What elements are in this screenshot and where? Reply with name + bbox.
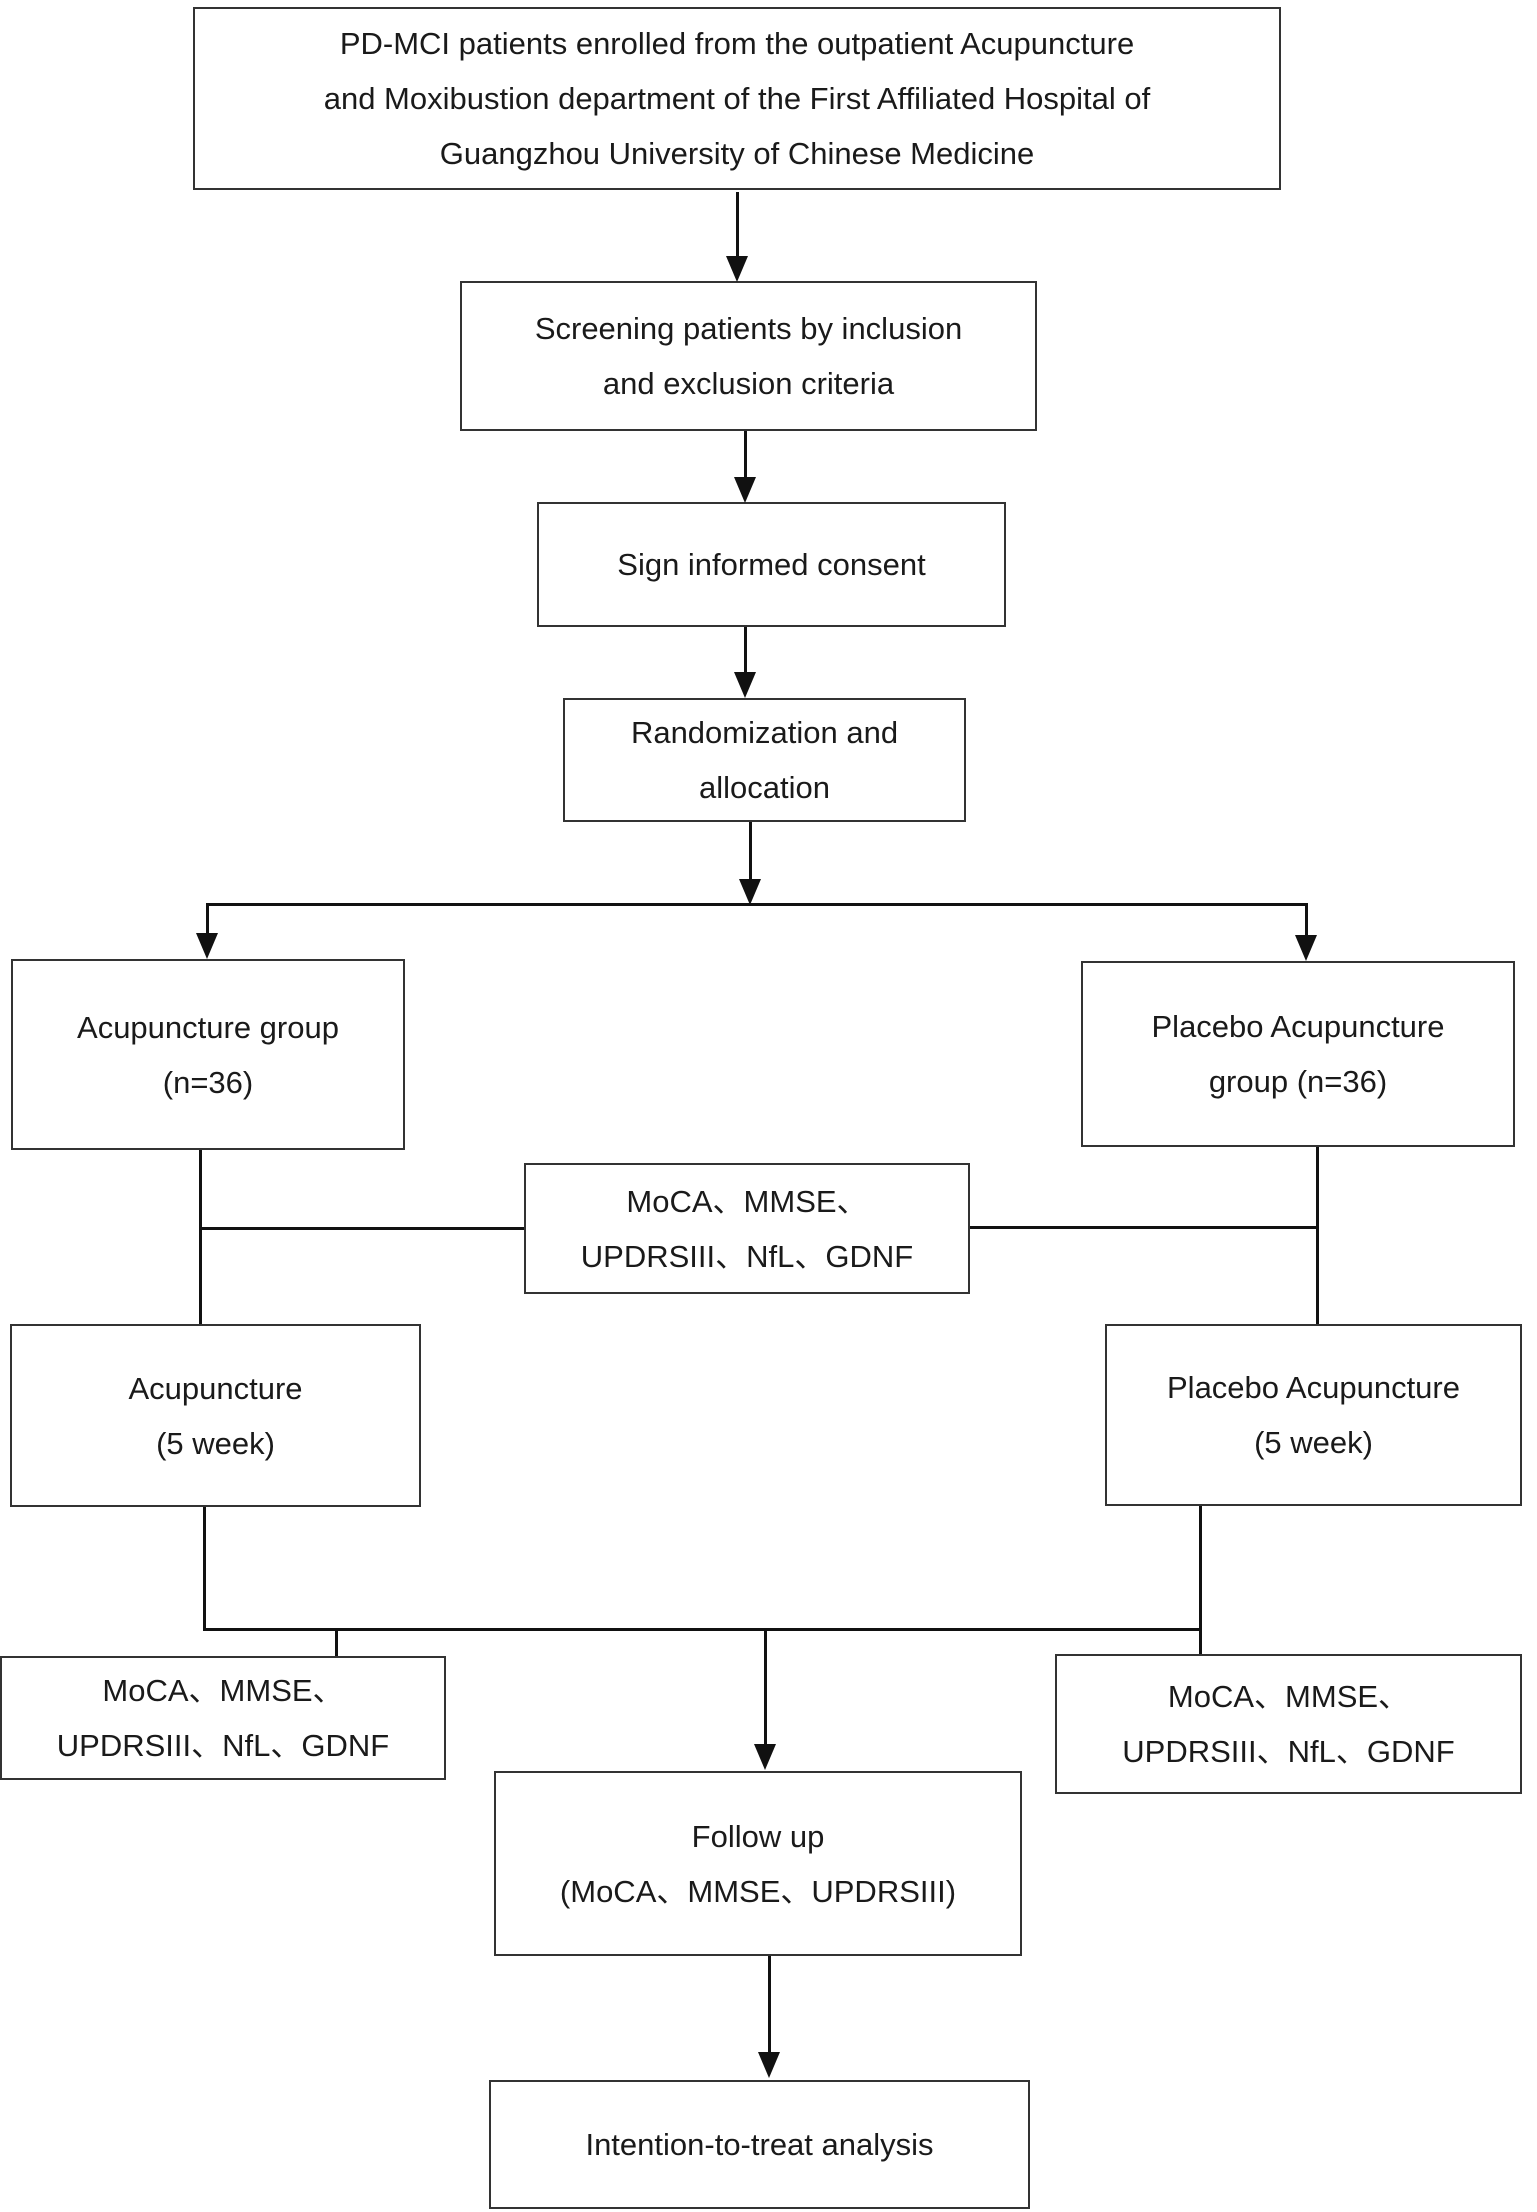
node-enrollment: PD-MCI patients enrolled from the outpat… (193, 7, 1281, 190)
connector-line (749, 822, 752, 881)
branch-line (206, 903, 1308, 906)
node-randomization: Randomization and allocation (563, 698, 966, 822)
node-placebo-treatment: Placebo Acupuncture (5 week) (1105, 1324, 1522, 1506)
node-acupuncture-group: Acupuncture group (n=36) (11, 959, 405, 1150)
connector-line (768, 1956, 771, 2054)
arrow-down-icon (196, 933, 218, 959)
arrow-down-icon (1295, 935, 1317, 961)
connector-line (764, 1628, 767, 1746)
node-screening: Screening patients by inclusion and excl… (460, 281, 1037, 431)
node-text-line: (5 week) (156, 1425, 275, 1461)
node-text-line: MoCA、MMSE、 (626, 1183, 868, 1219)
node-text-line: MoCA、MMSE、 (102, 1673, 344, 1708)
arrow-down-icon (734, 477, 756, 503)
node-text-line: (n=36) (162, 1064, 254, 1100)
connector-line (1316, 1147, 1319, 1324)
node-text-line: Screening patients by inclusion (534, 311, 963, 346)
node-acupuncture-treatment: Acupuncture (5 week) (10, 1324, 421, 1507)
node-text-line: PD-MCI patients enrolled from the outpat… (339, 26, 1135, 61)
node-outcome-right: MoCA、MMSE、 UPDRSIII、NfL、GDNF (1055, 1654, 1522, 1794)
connector-line (736, 192, 739, 258)
connector-line (199, 1150, 202, 1324)
node-text-line: UPDRSIII、NfL、GDNF (56, 1728, 390, 1763)
node-text-line: allocation (699, 770, 830, 805)
node-itt-analysis: Intention-to-treat analysis (489, 2080, 1030, 2209)
connector-line (1199, 1506, 1202, 1654)
node-text-line: Placebo Acupuncture (1167, 1370, 1460, 1405)
node-text-line: Sign informed consent (617, 547, 926, 582)
node-text-line: Acupuncture group (77, 1009, 339, 1045)
node-text-line: (5 week) (1254, 1425, 1373, 1460)
node-text-line: (MoCA、MMSE、UPDRSIII) (559, 1873, 957, 1909)
connector-line (335, 1628, 338, 1656)
connector-line (970, 1226, 1319, 1229)
node-text-line: MoCA、MMSE、 (1167, 1679, 1410, 1714)
node-outcome-left: MoCA、MMSE、 UPDRSIII、NfL、GDNF (0, 1656, 446, 1780)
node-text-line: Acupuncture (128, 1370, 303, 1406)
node-consent: Sign informed consent (537, 502, 1006, 627)
node-text-line: UPDRSIII、NfL、GDNF (1122, 1734, 1455, 1769)
node-text-line: and exclusion criteria (602, 366, 895, 401)
arrow-down-icon (726, 256, 748, 282)
node-placebo-group: Placebo Acupuncture group (n=36) (1081, 961, 1515, 1147)
arrow-down-icon (754, 1744, 776, 1770)
node-text-line: Follow up (691, 1818, 825, 1854)
connector-line (744, 627, 747, 673)
junction-line (203, 1628, 1202, 1631)
node-text-line: and Moxibustion department of the First … (323, 81, 1151, 116)
connector-line (1305, 903, 1308, 937)
arrow-down-icon (739, 879, 761, 905)
connector-line (744, 431, 747, 479)
node-text-line: Randomization and (630, 715, 899, 750)
node-text-line: Placebo Acupuncture (1151, 1009, 1445, 1044)
node-follow-up: Follow up (MoCA、MMSE、UPDRSIII) (494, 1771, 1022, 1956)
arrow-down-icon (758, 2052, 780, 2078)
node-text-line: Intention-to-treat analysis (585, 2127, 934, 2162)
connector-line (203, 1507, 206, 1631)
arrow-down-icon (734, 672, 756, 698)
node-text-line: group (n=36) (1208, 1064, 1388, 1099)
connector-line (206, 903, 209, 935)
node-baseline-assessment: MoCA、MMSE、 UPDRSIII、NfL、GDNF (524, 1163, 970, 1294)
connector-line (199, 1227, 524, 1230)
node-text-line: UPDRSIII、NfL、GDNF (580, 1238, 914, 1274)
node-text-line: Guangzhou University of Chinese Medicine (439, 136, 1035, 171)
